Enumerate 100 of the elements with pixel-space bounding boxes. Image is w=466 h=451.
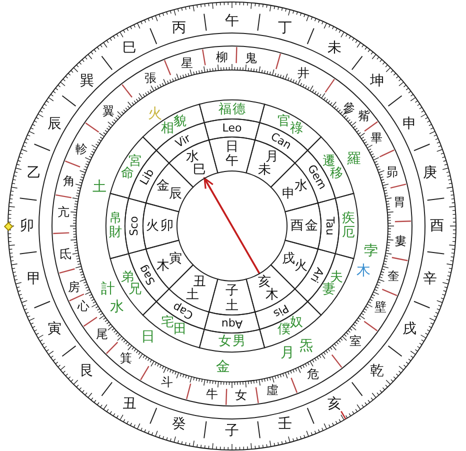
planet-label: 日 — [226, 140, 238, 153]
sign-label: Can — [268, 131, 294, 152]
mansion-label: 軫 — [76, 142, 88, 155]
direction-label: 午 — [225, 14, 239, 28]
direction-label: 壬 — [278, 417, 292, 431]
mansion-label: 牛 — [206, 388, 218, 400]
branch-label: 卯 — [160, 220, 174, 232]
branch-cell — [207, 278, 257, 316]
mansion-label: 亢 — [58, 206, 70, 218]
branch-label: 寅 — [169, 252, 182, 265]
planet-label: 土 — [226, 299, 238, 312]
mansion-label: 斗 — [161, 376, 174, 388]
mansion-label: 角 — [62, 175, 75, 188]
planet-label: 水 — [110, 300, 124, 314]
mansion-label: 婁 — [394, 235, 406, 248]
planet-label: 羅 — [346, 152, 361, 166]
planet-label: 火 — [148, 106, 162, 121]
mansion-label: 柳 — [216, 51, 228, 64]
planet-label: 火 — [146, 220, 159, 232]
direction-label: 坤 — [370, 74, 384, 88]
direction-label: 子 — [225, 424, 239, 438]
mansion-label: 觜 — [358, 110, 370, 122]
mansion-label: 房 — [68, 280, 80, 293]
branch-label: 丑 — [193, 276, 206, 289]
direction-label: 酉 — [430, 219, 444, 233]
mansion-label: 心 — [77, 300, 90, 312]
planet-label: 水 — [186, 150, 199, 164]
branch-cell — [284, 201, 322, 251]
mansion-label: 鬼 — [244, 52, 257, 64]
branch-cell — [142, 201, 180, 251]
branch-label: 午 — [226, 154, 238, 168]
direction-label: 艮 — [80, 364, 94, 378]
planet-label: 金 — [305, 220, 318, 232]
planet-label: 金 — [216, 360, 230, 374]
sign-label: Tau — [324, 216, 336, 236]
branch-cell — [207, 136, 257, 174]
planet-label: 炁 — [299, 338, 314, 353]
palace-cell — [105, 192, 130, 260]
planet-label: 計 — [101, 282, 116, 296]
planet-label: 金 — [156, 180, 170, 193]
palace-name: 福德 — [218, 102, 246, 117]
mansion-label: 奎 — [387, 270, 400, 282]
arrow — [204, 178, 260, 274]
direction-label: 卯 — [20, 219, 34, 233]
branch-label: 子 — [226, 284, 238, 298]
sign-label: Sco — [128, 216, 140, 236]
direction-label: 亥 — [328, 396, 342, 411]
direction-label: 甲 — [26, 272, 41, 286]
palace-name: 疾厄 — [341, 212, 356, 240]
sign-cell — [124, 197, 148, 255]
direction-label: 丑 — [122, 396, 136, 411]
sign-cell — [203, 310, 261, 334]
direction-label: 乾 — [370, 364, 384, 378]
direction-label: 戌 — [402, 322, 417, 336]
planet-label: 土 — [186, 288, 199, 302]
mansion-label: 參 — [342, 102, 355, 114]
mansion-label: 氐 — [59, 248, 72, 260]
sign-label: Ari — [308, 266, 326, 284]
mansion-label: 胃 — [393, 196, 406, 208]
mansion-label: 昴 — [386, 166, 398, 178]
palace-name: 夫妻 — [322, 270, 344, 298]
sign-cell — [316, 197, 340, 255]
palace-cell — [198, 328, 266, 353]
direction-label: 寅 — [47, 322, 62, 336]
direction-label: 辛 — [423, 272, 437, 286]
mansion-label: 畢 — [370, 132, 382, 144]
mansion-label: 女 — [234, 388, 247, 401]
mansion-label: 尾 — [96, 328, 108, 340]
planet-label: 木 — [356, 264, 371, 278]
palace-cell — [334, 192, 359, 260]
direction-label: 巳 — [122, 41, 136, 56]
direction-label: 庚 — [423, 166, 437, 180]
mansion-label: 室 — [349, 335, 362, 348]
branch-label: 亥 — [258, 276, 271, 289]
direction-label: 辰 — [47, 116, 62, 130]
planet-label: 木 — [265, 288, 278, 302]
palace-name: 財帛 — [108, 212, 123, 240]
palace-name: 遷移 — [322, 154, 344, 181]
planet-label: 火 — [294, 259, 308, 272]
palace-name: 兄弟 — [120, 270, 142, 298]
sign-label: Aqu — [221, 318, 243, 330]
mansion-label: 虛 — [266, 384, 279, 396]
direction-label: 巽 — [80, 74, 94, 88]
planet-label: 月 — [280, 346, 295, 360]
branch-label: 未 — [258, 163, 271, 176]
direction-label: 未 — [328, 41, 342, 56]
direction-label: 癸 — [172, 417, 186, 431]
mansion-label: 井 — [297, 66, 310, 79]
sign-cell — [203, 118, 261, 142]
branch-label: 申 — [282, 187, 295, 200]
planet-label: 土 — [92, 180, 107, 194]
planet-label: 孛 — [364, 244, 378, 258]
mansion-label: 壁 — [374, 300, 387, 313]
branch-label: 辰 — [169, 187, 182, 200]
mansion-label: 翼 — [102, 104, 115, 117]
planet-label: 月 — [265, 150, 278, 164]
direction-label: 申 — [402, 116, 417, 130]
mansion-label: 星 — [180, 57, 193, 70]
branch-label: 戌 — [282, 252, 295, 265]
branch-label: 巳 — [193, 163, 206, 176]
